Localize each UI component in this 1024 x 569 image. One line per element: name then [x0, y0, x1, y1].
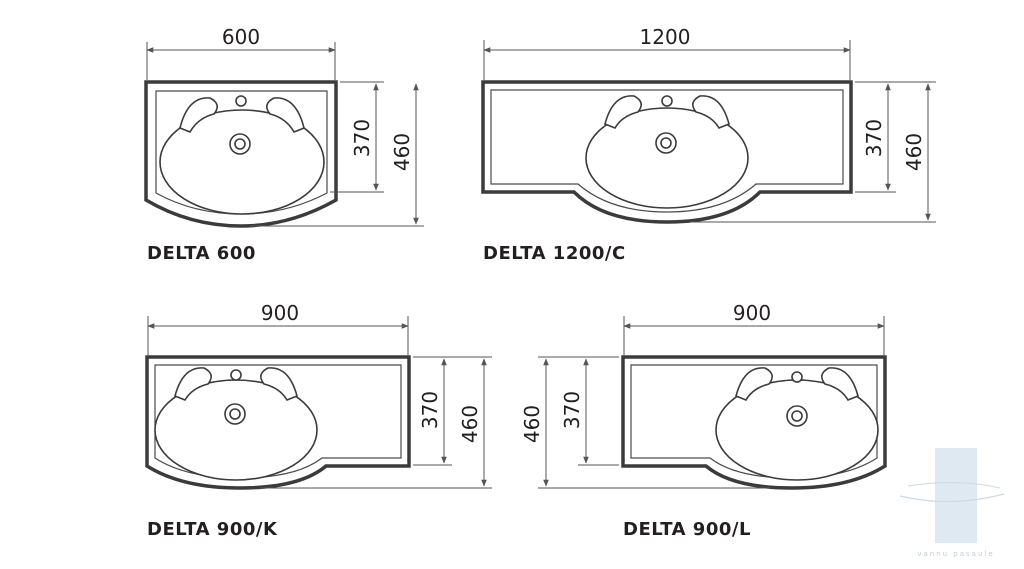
depth-value: 460 — [902, 133, 926, 171]
tap-hole — [791, 371, 803, 383]
overflow-slot-left — [735, 367, 773, 401]
model-label: DELTA 900/K — [147, 519, 278, 540]
depth-value: 460 — [390, 133, 414, 171]
drain-inner — [229, 408, 241, 420]
depth-value: 460 — [458, 405, 482, 443]
overflow-slot-left — [604, 95, 642, 129]
inner-depth-value: 370 — [418, 391, 442, 429]
overflow-slot-right — [821, 367, 859, 401]
watermark-text: vannu pasaule — [917, 550, 994, 558]
drain-inner — [234, 138, 246, 150]
drain-inner — [660, 137, 672, 149]
inner-depth-value: 370 — [560, 391, 584, 429]
model-label: DELTA 600 — [147, 243, 256, 264]
basin-ellipse — [159, 109, 325, 215]
basin-ellipse — [585, 107, 749, 209]
watermark-swoosh — [907, 481, 1001, 489]
width-value: 900 — [261, 301, 299, 325]
width-value: 1200 — [640, 25, 691, 49]
drawing-delta-900l: 900 370 460 DELTA 900/L — [520, 301, 887, 540]
countertop-inner-edge — [490, 89, 844, 213]
width-value: 900 — [733, 301, 771, 325]
overflow-slot-left — [174, 367, 212, 401]
overflow-slot-right — [266, 97, 305, 134]
watermark-bar — [935, 448, 977, 543]
drawing-delta-900k: 900 370 460 DELTA 900/K — [145, 301, 492, 540]
inner-depth-value: 370 — [862, 119, 886, 157]
width-value: 600 — [222, 25, 260, 49]
depth-value: 460 — [520, 405, 544, 443]
overflow-slot-left — [179, 97, 218, 134]
inner-depth-value: 370 — [350, 119, 374, 157]
watermark-logo: vannu pasaule — [899, 448, 1005, 558]
overflow-slot-right — [260, 367, 298, 401]
watermark-swoosh — [899, 493, 1005, 503]
drain-inner — [791, 410, 803, 422]
tap-hole — [661, 95, 673, 107]
drawing-delta-600: 600 370 460 DELTA 600 — [144, 25, 424, 264]
overflow-slot-right — [692, 95, 730, 129]
tap-hole — [230, 369, 242, 381]
model-label: DELTA 900/L — [623, 519, 751, 540]
model-label: DELTA 1200/C — [483, 243, 626, 264]
drawing-delta-1200c: 1200 370 460 DELTA 1200/C — [481, 25, 936, 264]
tap-hole — [235, 95, 247, 107]
